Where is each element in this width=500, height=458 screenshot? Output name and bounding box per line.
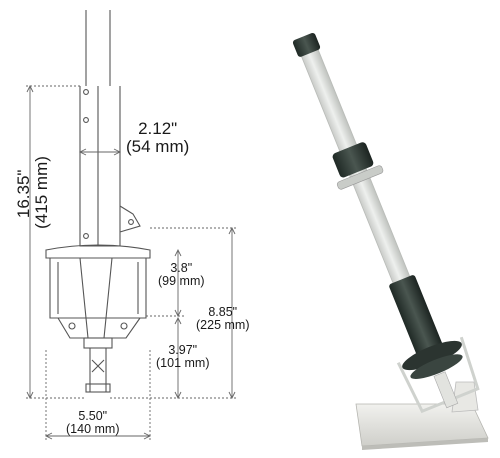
dim-base-width-mm: (140 mm) (66, 422, 120, 437)
dim-upper-gap: 3.8" (99 mm) (158, 261, 205, 289)
mounting-plate (79, 86, 141, 247)
dim-base-width: 5.50" (140 mm) (66, 409, 120, 437)
mount-hole (83, 89, 89, 95)
dim-base-width-in: 5.50" (78, 409, 108, 423)
dim-height-total-in: 16.35" (14, 169, 34, 219)
dim-arm-offset-in: 2.12" (138, 119, 178, 138)
dim-lower-gap-mm: (101 mm) (156, 356, 210, 371)
dim-lower-gap-in: 3.97" (168, 343, 198, 357)
dim-upper-gap-in: 3.8" (170, 261, 193, 275)
gimbal-disc (402, 340, 462, 371)
product-render (292, 32, 489, 450)
dim-arm-offset: 2.12" (54 mm) (126, 120, 189, 156)
dim-overall-low-mm: (225 mm) (196, 318, 250, 333)
cup-bolt (68, 322, 76, 330)
dim-lower-gap: 3.97" (101 mm) (156, 343, 210, 371)
dim-height-total: 16.35" (415 mm) (14, 156, 51, 229)
dimension-lines (26, 84, 236, 440)
dim-height-total-mm: (415 mm) (32, 156, 51, 229)
gimbal-disc-lower (410, 354, 463, 379)
pole-assembly (292, 32, 480, 414)
mount-hole (83, 233, 89, 239)
lower-pin (433, 371, 459, 409)
lower-clamp (83, 337, 113, 349)
upper-collar (332, 142, 374, 178)
dim-overall-low-in: 8.85" (208, 305, 238, 319)
dim-arm-offset-mm: (54 mm) (126, 136, 190, 156)
mount-hole (83, 117, 89, 123)
cup-rim (45, 244, 151, 259)
center-post (79, 257, 113, 339)
clamp-cross (91, 359, 105, 373)
line-drawing (45, 10, 151, 393)
base-edge (362, 438, 488, 450)
lower-foot (85, 383, 111, 393)
cup-body (49, 258, 147, 319)
dim-overall-low: 8.85" (225 mm) (196, 305, 250, 333)
dim-upper-gap-mm: (99 mm) (158, 274, 205, 289)
top-cap (292, 32, 321, 57)
mount-hole (128, 219, 134, 225)
collar-ring (336, 165, 384, 190)
cup-bolt (120, 322, 128, 330)
